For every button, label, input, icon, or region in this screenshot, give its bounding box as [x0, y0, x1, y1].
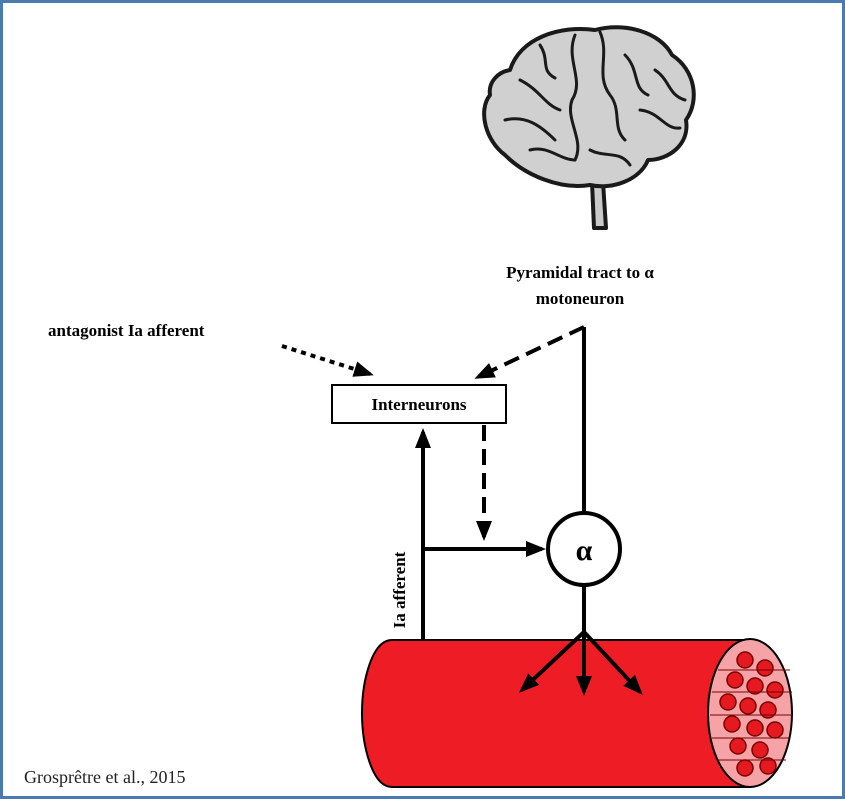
pyramidal-to-interneurons-arrow	[474, 325, 585, 379]
efferent-branch-left	[519, 630, 586, 693]
muscle-cylinder-icon	[360, 638, 793, 788]
pyramidal-tract-label-line1: Pyramidal tract to α	[506, 263, 654, 282]
citation: Grosprêtre et al., 2015	[24, 767, 185, 787]
ia-afferent-label: Ia afferent	[390, 551, 409, 628]
muscle-fibers	[719, 651, 784, 777]
muscle-fiber-lines	[710, 669, 792, 761]
alpha-label: α	[576, 534, 593, 567]
alpha-motoneuron: α	[546, 511, 622, 587]
brain-icon	[482, 25, 696, 230]
antagonist-ia-afferent-label: antagonist Ia afferent	[48, 321, 205, 340]
interneurons-label: Interneurons	[371, 395, 466, 414]
interneurons-box: Interneurons	[331, 384, 507, 424]
efferent-branch-right	[582, 630, 643, 695]
antagonist-afferent-arrow	[281, 344, 374, 377]
pyramidal-tract-label-line2: motoneuron	[536, 289, 625, 308]
